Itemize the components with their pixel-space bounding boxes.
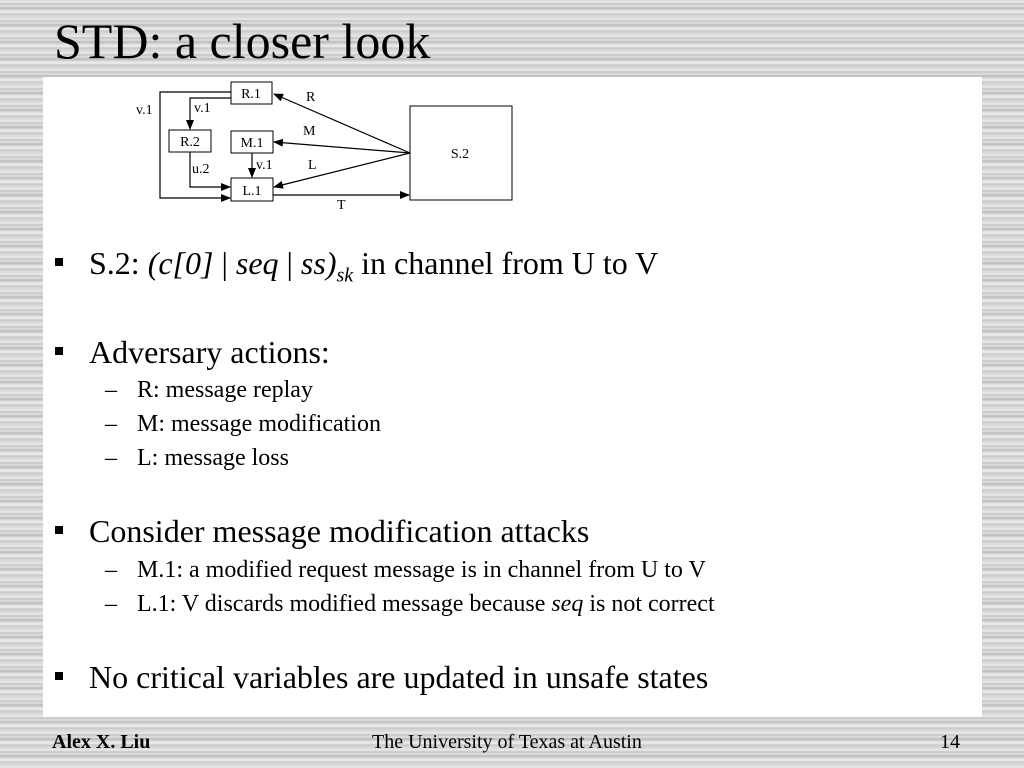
bullet-consider-text: Consider message modification attacks: [89, 513, 590, 549]
state-m1-label: M.1: [241, 136, 264, 151]
square-bullet-icon: [55, 672, 63, 680]
sub-item-l1-seq: seq: [551, 591, 584, 617]
square-bullet-icon: [55, 347, 63, 355]
dash-bullet: –: [105, 557, 117, 583]
edge-r2-l1: [189, 152, 231, 191]
sub-item-text: L.1: V discards modified message because…: [137, 591, 715, 618]
edge-l-label: L: [308, 158, 317, 173]
state-r1-box: [230, 81, 273, 105]
bullet-s2-state: S.2: (c[0] | seq | ss)sk in channel from…: [55, 245, 658, 287]
bullet-s2-c0: (c[0]: [147, 245, 214, 281]
sub-item-loss: –L: message loss: [105, 445, 289, 472]
state-s2-box: [409, 105, 513, 201]
edge-t-label: T: [337, 198, 346, 213]
sub-item-text: M.1: a modified request message is in ch…: [137, 557, 706, 583]
state-l1-label: L.1: [242, 184, 261, 199]
bullet-s2-prefix: S.2:: [89, 245, 148, 281]
sub-item-text: R: message replay: [137, 377, 313, 403]
dash-bullet: –: [105, 445, 117, 471]
bullet-s2-suffix: in channel from U to V: [353, 245, 659, 281]
bullet-s2-sep1: |: [213, 245, 236, 281]
bullet-adversary-text: Adversary actions:: [89, 334, 330, 370]
page-number: 14: [940, 731, 960, 753]
sub-item-text: L: message loss: [137, 445, 289, 471]
edge-m1-v1-label: v.1: [256, 158, 273, 173]
sub-item-text: M: message modification: [137, 411, 381, 437]
edge-u2-label: u.2: [192, 162, 210, 177]
bullet-no-critical-text: No critical variables are updated in uns…: [89, 659, 709, 695]
sub-item-replay: –R: message replay: [105, 377, 313, 404]
sub-item-l1: –L.1: V discards modified message becaus…: [105, 591, 715, 618]
dash-bullet: –: [105, 377, 117, 403]
bullet-s2-text: S.2: (c[0] | seq | ss)sk in channel from…: [89, 245, 658, 287]
sub-item-modification: –M: message modification: [105, 411, 381, 438]
footer-author: Alex X. Liu: [52, 731, 151, 753]
bullet-s2-ss: ss): [300, 245, 337, 281]
state-s2-label: S.2: [451, 147, 469, 162]
footer-institution: The University of Texas at Austin: [372, 731, 642, 753]
edge-s2-r1: [273, 93, 411, 154]
edge-r-label: R: [306, 90, 316, 105]
state-l1-box: [230, 177, 274, 202]
slide-footer: Alex X. Liu The University of Texas at A…: [0, 731, 1024, 755]
content-panel: R.1 R.2 M.1 L.1 S.2 v.1 v.1 u.2 v.1 R M …: [43, 77, 982, 717]
dash-bullet: –: [105, 411, 117, 437]
bullet-s2-seq: seq: [235, 245, 279, 281]
state-r2-label: R.2: [180, 135, 200, 150]
sub-item-l1-post: is not correct: [583, 591, 715, 617]
edge-r1-r2: [186, 97, 231, 130]
edge-inner-v1-label: v.1: [194, 101, 211, 116]
bullet-consider: Consider message modification attacks: [55, 513, 589, 550]
edge-s2-l1: [273, 152, 411, 189]
square-bullet-icon: [55, 258, 63, 266]
sub-item-m1: –M.1: a modified request message is in c…: [105, 557, 706, 584]
dash-bullet: –: [105, 591, 117, 617]
slide-title: STD: a closer look: [54, 13, 431, 69]
square-bullet-icon: [55, 526, 63, 534]
bullet-no-critical: No critical variables are updated in uns…: [55, 659, 708, 696]
state-r1-label: R.1: [241, 87, 261, 102]
bullet-adversary: Adversary actions:: [55, 334, 330, 371]
edge-r1-l1-outer: [159, 91, 231, 202]
edge-outer-v1-label: v.1: [136, 103, 153, 118]
edge-s2-m1: [273, 138, 411, 154]
bullet-s2-subscript: sk: [336, 264, 354, 287]
sub-item-l1-pre: L.1: V discards modified message because: [137, 591, 552, 617]
bullet-s2-sep2: |: [278, 245, 301, 281]
state-transition-diagram: R.1 R.2 M.1 L.1 S.2 v.1 v.1 u.2 v.1 R M …: [136, 81, 513, 213]
edge-m-label: M: [303, 124, 316, 139]
